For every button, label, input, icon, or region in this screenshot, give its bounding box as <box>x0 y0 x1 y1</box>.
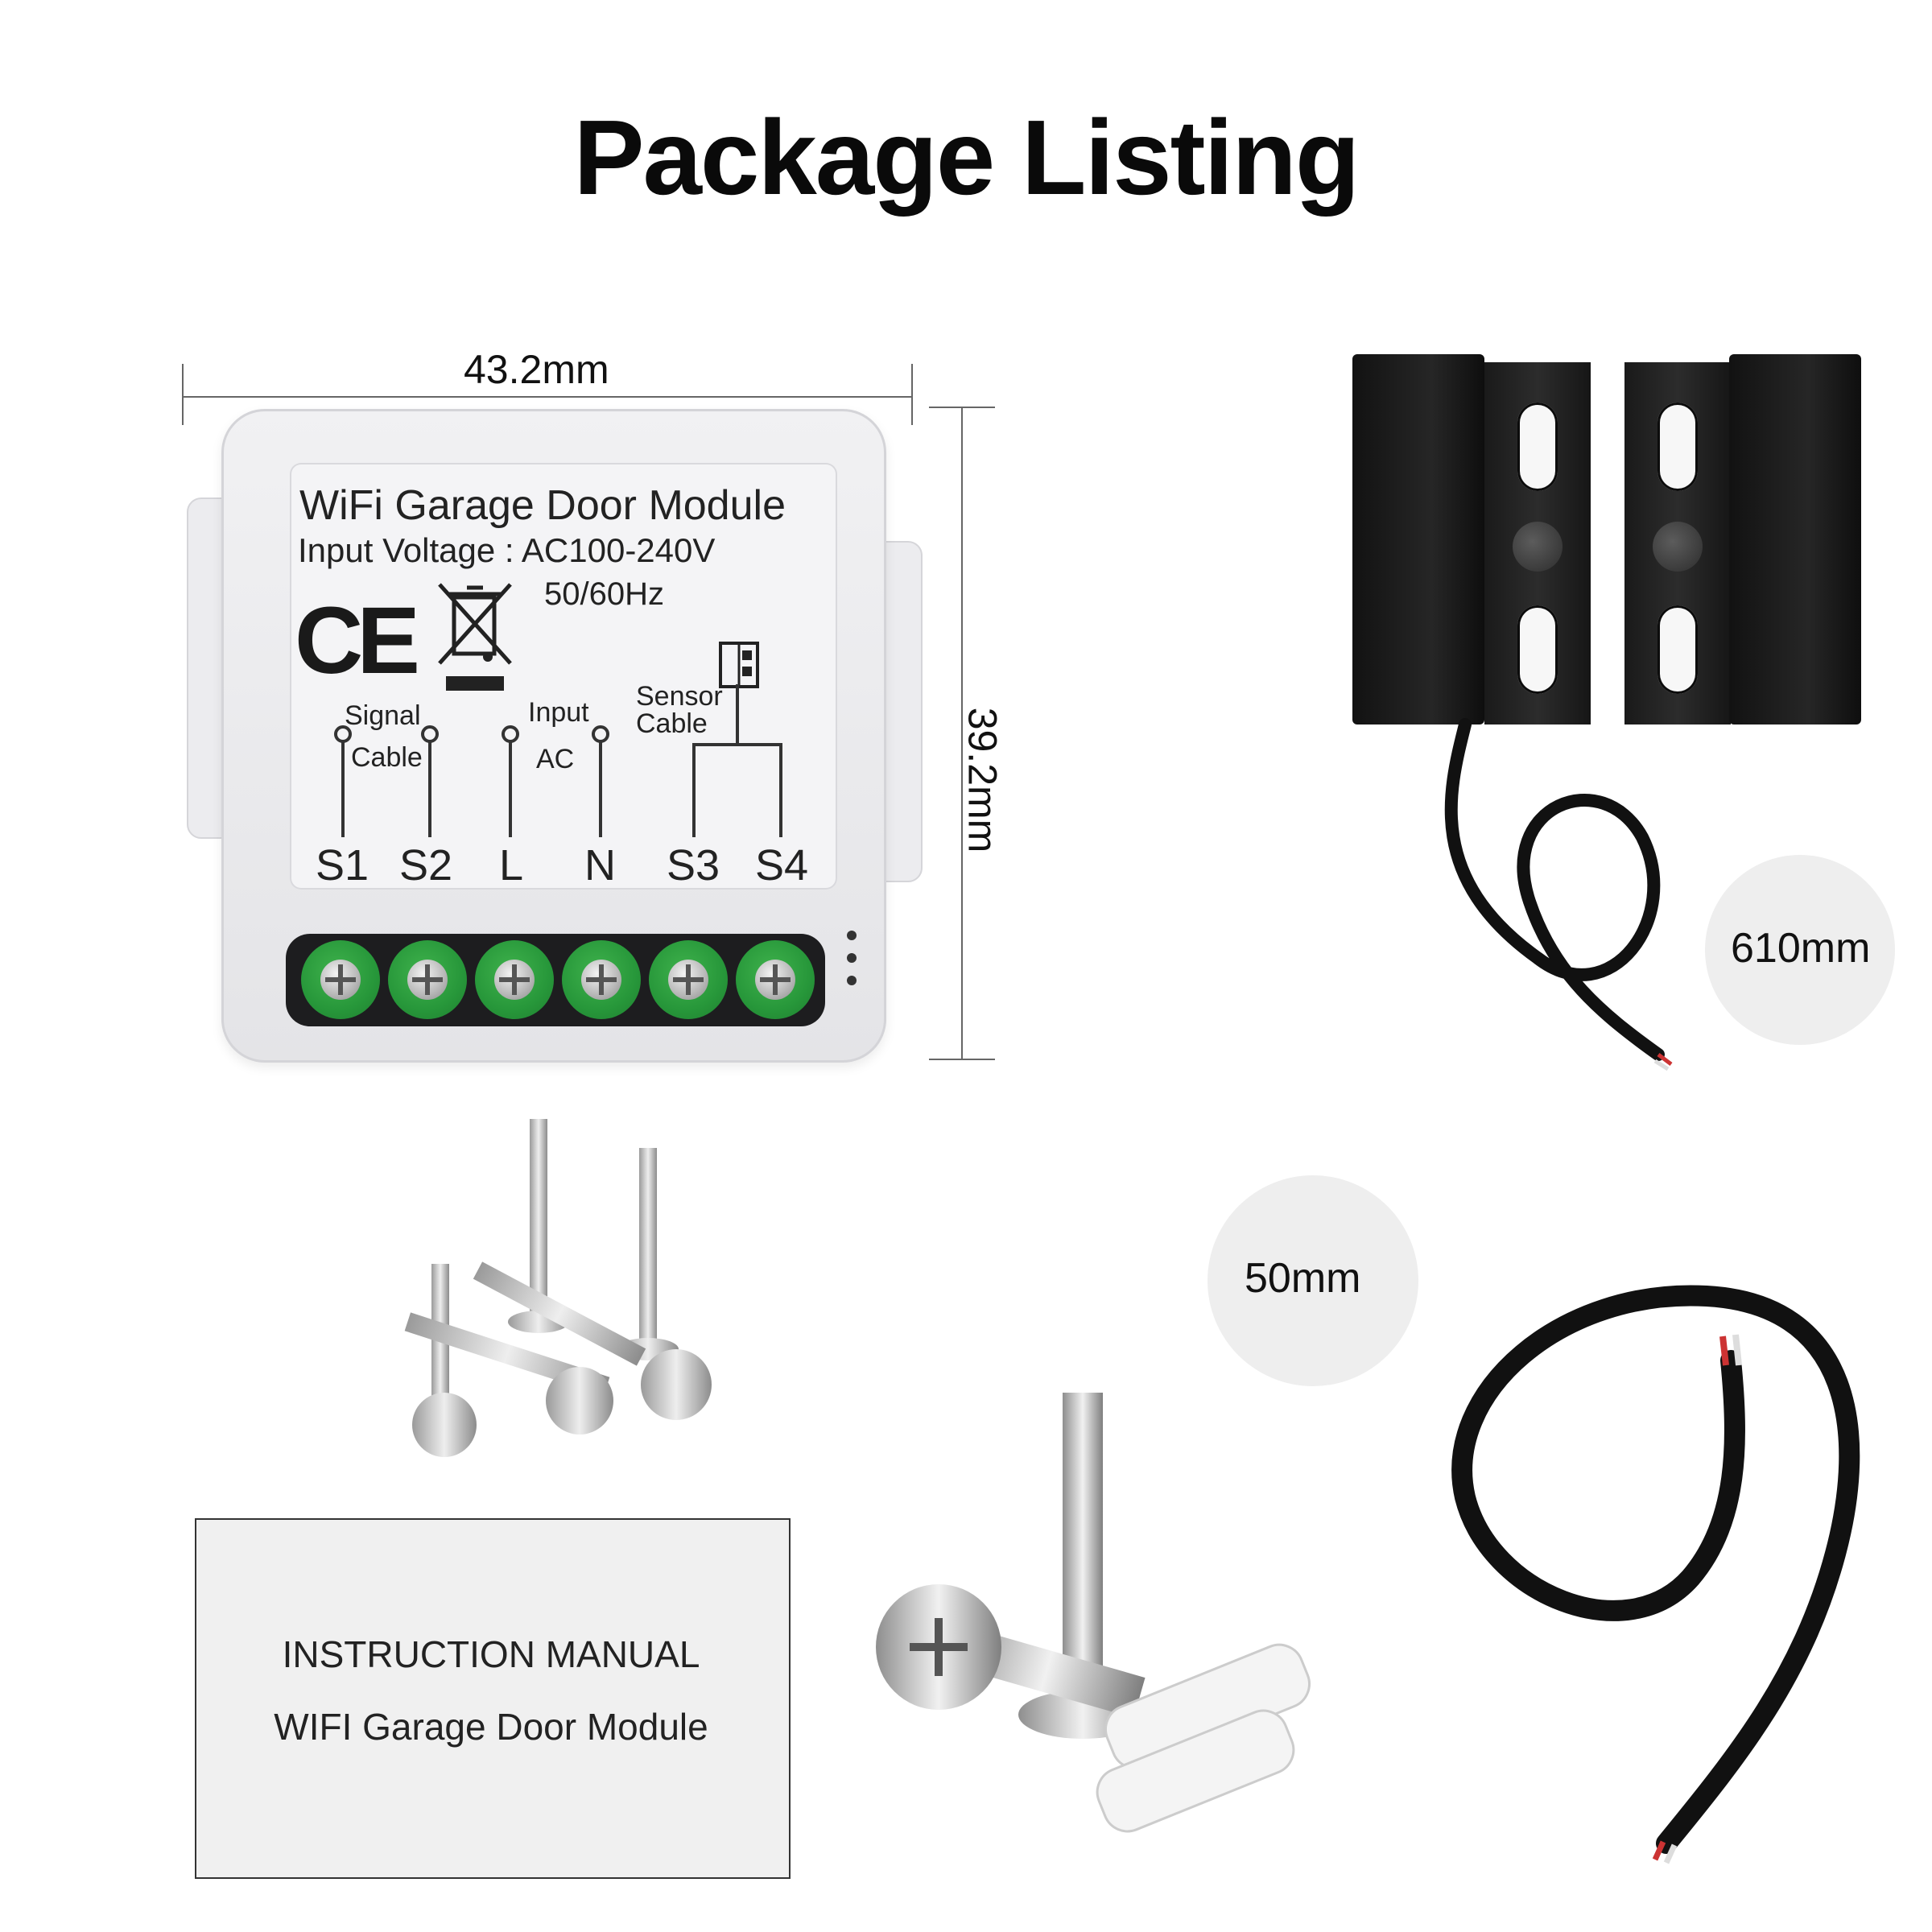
width-dimension-line <box>182 396 913 398</box>
sensor-length-label: 610mm <box>1731 925 1871 972</box>
indicator-dot <box>847 931 857 940</box>
height-dimension-tick-bottom <box>929 1059 995 1060</box>
module-name: WiFi Garage Door Module <box>299 482 786 529</box>
instruction-manual <box>195 1518 791 1879</box>
sensor-body-left <box>1352 354 1484 724</box>
manual-subtitle: WIFI Garage Door Module <box>274 1706 708 1748</box>
sensor-cable <box>1444 718 1673 1071</box>
sensor-magnet <box>1513 522 1563 572</box>
width-dimension-tick-left <box>182 364 184 425</box>
terminal-screw-n <box>562 940 641 1019</box>
sensor-symbol-icon <box>719 642 759 688</box>
height-dimension-line <box>961 407 963 1060</box>
terminal-label-s1: S1 <box>316 841 369 890</box>
width-dimension-label: 43.2mm <box>464 347 609 392</box>
sensor-magnet <box>1653 522 1703 572</box>
indicator-dot <box>847 976 857 985</box>
cable-length-label: 50mm <box>1245 1255 1361 1302</box>
sensor-body-right <box>1729 354 1861 724</box>
terminal-screw-s4 <box>736 940 815 1019</box>
cable-length-bubble <box>1208 1175 1418 1386</box>
module-voltage: Input Voltage : AC100-240V <box>298 531 716 569</box>
weee-bin-icon <box>438 583 512 691</box>
page-title: Package Listing <box>573 98 1360 217</box>
terminal-screw-s3 <box>649 940 728 1019</box>
height-dimension-label: 39.2mm <box>960 707 1005 853</box>
signal-group-label-2: Cable <box>351 742 423 773</box>
mounting-slot <box>1517 605 1558 694</box>
input-group-label: Input <box>528 697 589 728</box>
width-dimension-tick-right <box>911 364 913 425</box>
ce-mark: CE <box>295 588 420 694</box>
module-frequency: 50/60Hz <box>544 576 664 612</box>
terminal-label-n: N <box>584 841 616 890</box>
mounting-slot <box>1517 402 1558 491</box>
input-group-label-2: AC <box>536 744 575 774</box>
terminal-screw-s1 <box>301 940 380 1019</box>
manual-title: INSTRUCTION MANUAL <box>282 1633 700 1675</box>
terminal-label-l: L <box>499 841 524 890</box>
terminal-label-s3: S3 <box>667 841 720 890</box>
signal-group-label: Signal <box>345 700 421 731</box>
mounting-slot <box>1657 605 1698 694</box>
sensor-group-label-2: Cable <box>636 708 708 739</box>
terminal-label-s2: S2 <box>399 841 453 890</box>
terminal-label-s4: S4 <box>755 841 809 890</box>
sensor-length-bubble <box>1705 855 1895 1045</box>
extension-cable <box>1451 1285 1860 1864</box>
sensor-group-label: Sensor <box>636 681 723 712</box>
terminal-screw-s2 <box>388 940 467 1019</box>
screws-and-anchors <box>876 1393 1311 1833</box>
mounting-slot <box>1657 402 1698 491</box>
screws-pile <box>404 1119 712 1457</box>
indicator-dot <box>847 953 857 963</box>
wiring-diagram <box>334 684 782 837</box>
terminal-screw-l <box>475 940 554 1019</box>
height-dimension-tick-top <box>929 407 995 408</box>
